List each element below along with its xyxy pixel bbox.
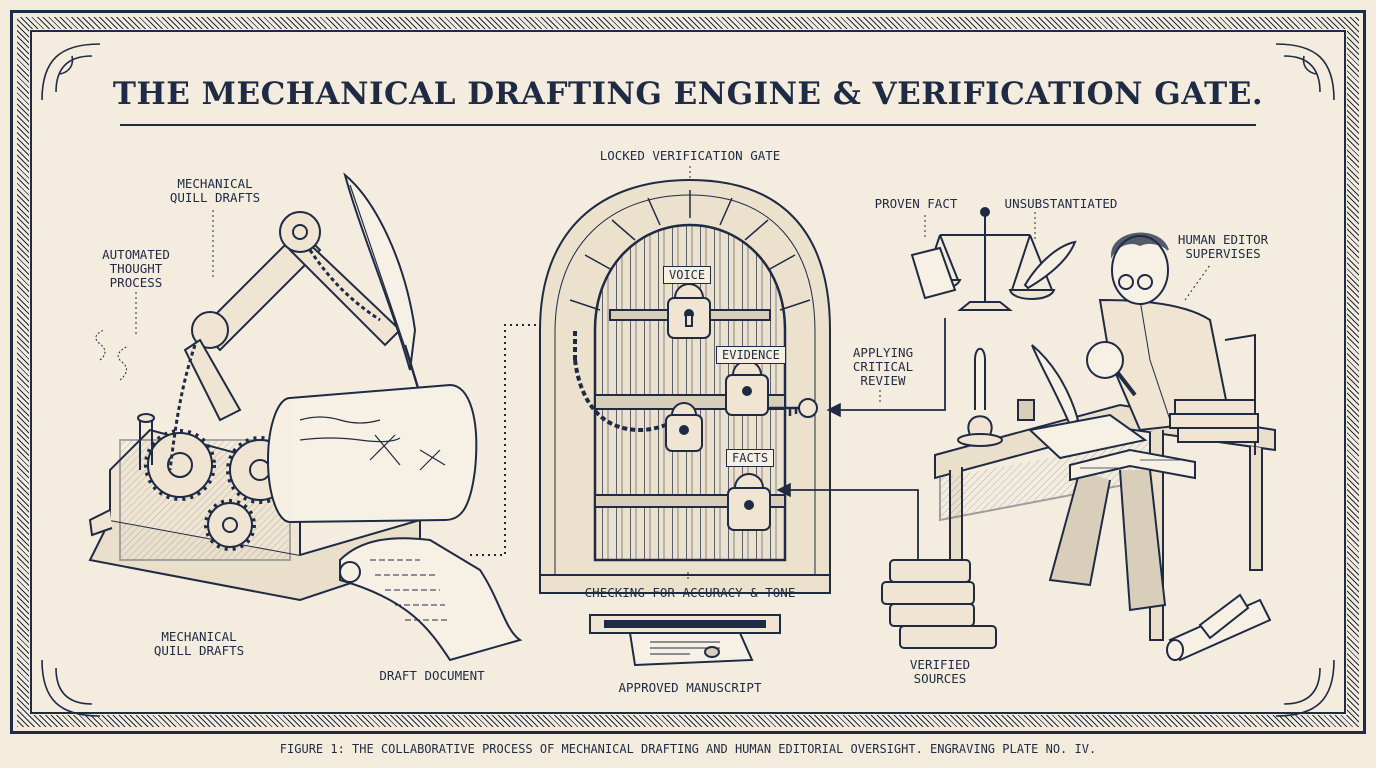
scales-of-justice [910,207,1077,311]
label-quill-drafts-bottom: MECHANICAL QUILL DRAFTS [153,629,245,658]
label-approved-manuscript: APPROVED MANUSCRIPT [618,680,762,695]
lock-tag-evidence: EVIDENCE [716,346,786,364]
lock-tag-facts: FACTS [726,449,775,467]
label-checking: CHECKING FOR ACCURACY & TONE [584,585,796,600]
page-title: THE MECHANICAL DRAFTING ENGINE & VERIFIC… [112,76,1264,112]
label-human-editor: HUMAN EDITOR SUPERVISES [1177,232,1269,261]
verification-gate [539,178,831,667]
label-quill-drafts-top: MECHANICAL QUILL DRAFTS [169,176,261,205]
label-critical-review: APPLYING CRITICAL REVIEW [852,345,914,388]
outer-border [10,10,1366,734]
label-automated-thought: AUTOMATED THOUGHT PROCESS [102,247,170,290]
lock-tag-voice: VOICE [663,266,712,284]
label-draft-document: DRAFT DOCUMENT [379,668,485,683]
label-verified-sources: VERIFIED SOURCES [909,657,971,686]
label-locked-gate: LOCKED VERIFICATION GATE [599,148,781,163]
drafting-engine [88,172,523,662]
editor-desk [881,232,1276,662]
label-proven-fact: PROVEN FACT [874,196,958,211]
figure-caption: FIGURE 1: THE COLLABORATIVE PROCESS OF M… [279,742,1097,756]
corner-ornaments [41,43,1335,717]
title-underline [120,124,1256,126]
label-unsubstantiated: UNSUBSTANTIATED [1004,196,1118,211]
